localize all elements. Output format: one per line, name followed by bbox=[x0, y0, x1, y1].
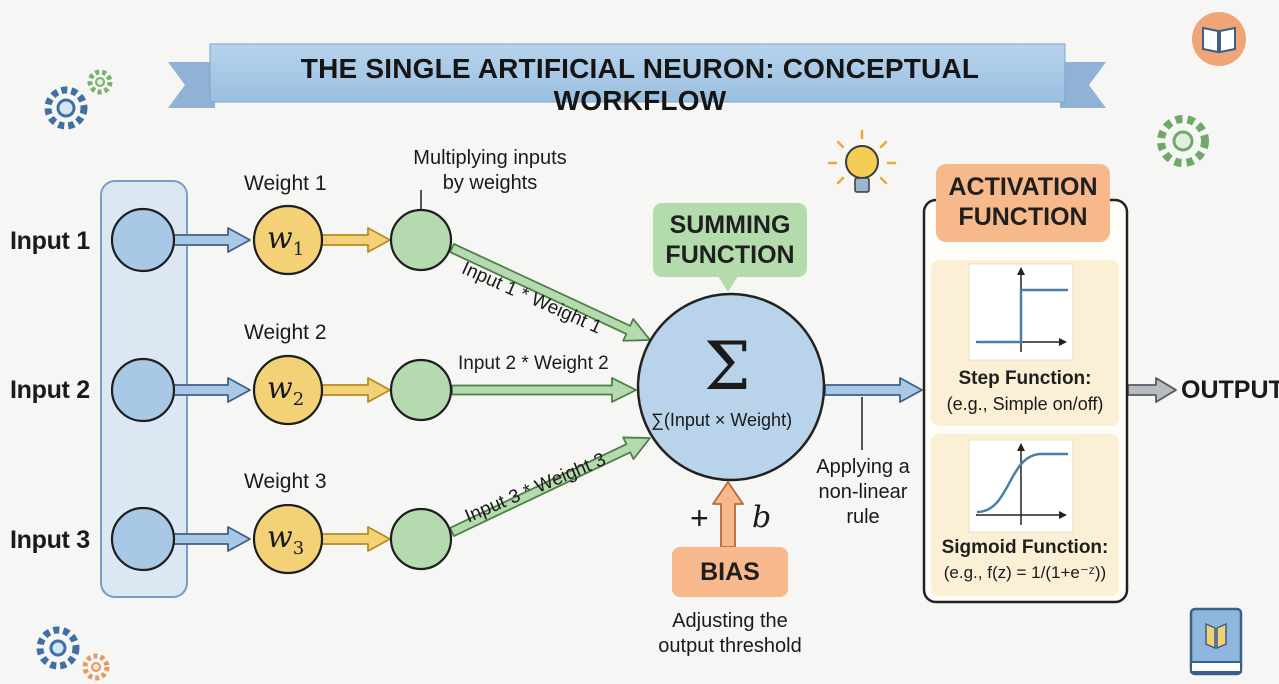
summing-function-tag: SUMMING FUNCTION bbox=[665, 211, 795, 269]
weight-2-symbol: w2 bbox=[267, 371, 305, 410]
bias-plus: + bbox=[690, 500, 709, 536]
step-function-name: Step Function: bbox=[958, 368, 1092, 389]
input-1-arrow bbox=[171, 227, 251, 253]
bias-arrow-shape bbox=[712, 481, 744, 548]
multiply-note: Multiplying inputs by weights bbox=[413, 147, 567, 194]
weight-2-node bbox=[252, 354, 324, 426]
output-arrow-shape bbox=[1127, 377, 1177, 403]
input-3-arrow-shape bbox=[171, 526, 251, 552]
activation-function-tag: ACTIVATION FUNCTION bbox=[948, 173, 1098, 231]
weight-3-symbol: w3 bbox=[267, 520, 305, 559]
output-arrow bbox=[1127, 377, 1177, 403]
input-3-label: Input 3 bbox=[10, 526, 90, 554]
weight-1-node bbox=[252, 204, 324, 276]
weight-1-arrow-shape bbox=[320, 227, 391, 253]
weight-3-arrow bbox=[320, 526, 391, 552]
title-banner bbox=[168, 43, 1106, 108]
product-2-to-sum-arrow-shape bbox=[451, 377, 637, 403]
gears-icon bbox=[36, 626, 110, 681]
product-3-to-sum-arrow bbox=[449, 436, 651, 537]
product-3-to-sum-arrow-shape bbox=[449, 436, 651, 537]
weight-1-arrow bbox=[320, 227, 391, 253]
sigmoid-function-desc: (e.g., f(z) = 1/(1+e⁻ᶻ)) bbox=[943, 563, 1107, 582]
sum-to-activation-arrow-shape bbox=[824, 377, 923, 403]
book-icon bbox=[1192, 12, 1246, 66]
product-2-node bbox=[389, 358, 453, 422]
weight-2-arrow-shape bbox=[320, 377, 391, 403]
bias-tag-box bbox=[672, 547, 788, 597]
output-label: OUTPUT bbox=[1181, 376, 1279, 404]
product-1-to-sum-arrow bbox=[449, 243, 651, 342]
weight-3-label: Weight 3 bbox=[244, 470, 327, 493]
weight-2-arrow bbox=[320, 377, 391, 403]
input-1-label: Input 1 bbox=[10, 227, 90, 255]
summing-formula: ∑(Input × Weight) bbox=[651, 410, 793, 430]
weight-3-node bbox=[252, 503, 324, 575]
gears-icon bbox=[1157, 115, 1209, 167]
product-3-node bbox=[389, 507, 453, 571]
input-1-node bbox=[110, 207, 176, 273]
lightbulb-icon bbox=[827, 129, 897, 193]
sigma-symbol: Σ bbox=[704, 328, 751, 405]
nodes-layer bbox=[110, 190, 863, 575]
summing-tag-box bbox=[653, 203, 807, 292]
bias-arrow bbox=[712, 481, 744, 548]
summing-node bbox=[636, 292, 826, 482]
weight-1-label: Weight 1 bbox=[244, 172, 327, 195]
edges-layer bbox=[171, 227, 1177, 552]
weight-1-symbol: w1 bbox=[267, 221, 305, 260]
input-2-label: Input 2 bbox=[10, 376, 90, 404]
step-function-desc: (e.g., Simple on/off) bbox=[946, 394, 1104, 414]
sum-to-activation-arrow bbox=[824, 377, 923, 403]
bias-symbol: b bbox=[752, 500, 772, 535]
book-icon bbox=[1189, 607, 1243, 676]
weight-3-arrow-shape bbox=[320, 526, 391, 552]
nonlinear-note: Applying a non-linear rule bbox=[816, 456, 910, 528]
bias-note: Adjusting the output threshold bbox=[658, 610, 802, 657]
input-2-node bbox=[110, 357, 176, 423]
gears-icon bbox=[44, 69, 113, 130]
input-2-arrow-shape bbox=[171, 377, 251, 403]
input-3-arrow bbox=[171, 526, 251, 552]
input-2-arrow bbox=[171, 377, 251, 403]
sigmoid-function-name: Sigmoid Function: bbox=[941, 537, 1109, 558]
page-title: THE SINGLE ARTIFICIAL NEURON: CONCEPTUAL… bbox=[300, 53, 980, 116]
product-1-node bbox=[389, 208, 453, 272]
product-2-to-sum-arrow bbox=[451, 377, 637, 403]
bias-tag: BIAS bbox=[700, 558, 760, 586]
input-1-arrow-shape bbox=[171, 227, 251, 253]
weight-2-label: Weight 2 bbox=[244, 321, 327, 344]
edge-label-2: Input 2 * Weight 2 bbox=[458, 353, 609, 374]
product-1-to-sum-arrow-shape bbox=[449, 243, 651, 342]
activation-panel bbox=[922, 164, 1129, 604]
input-3-node bbox=[110, 506, 176, 572]
